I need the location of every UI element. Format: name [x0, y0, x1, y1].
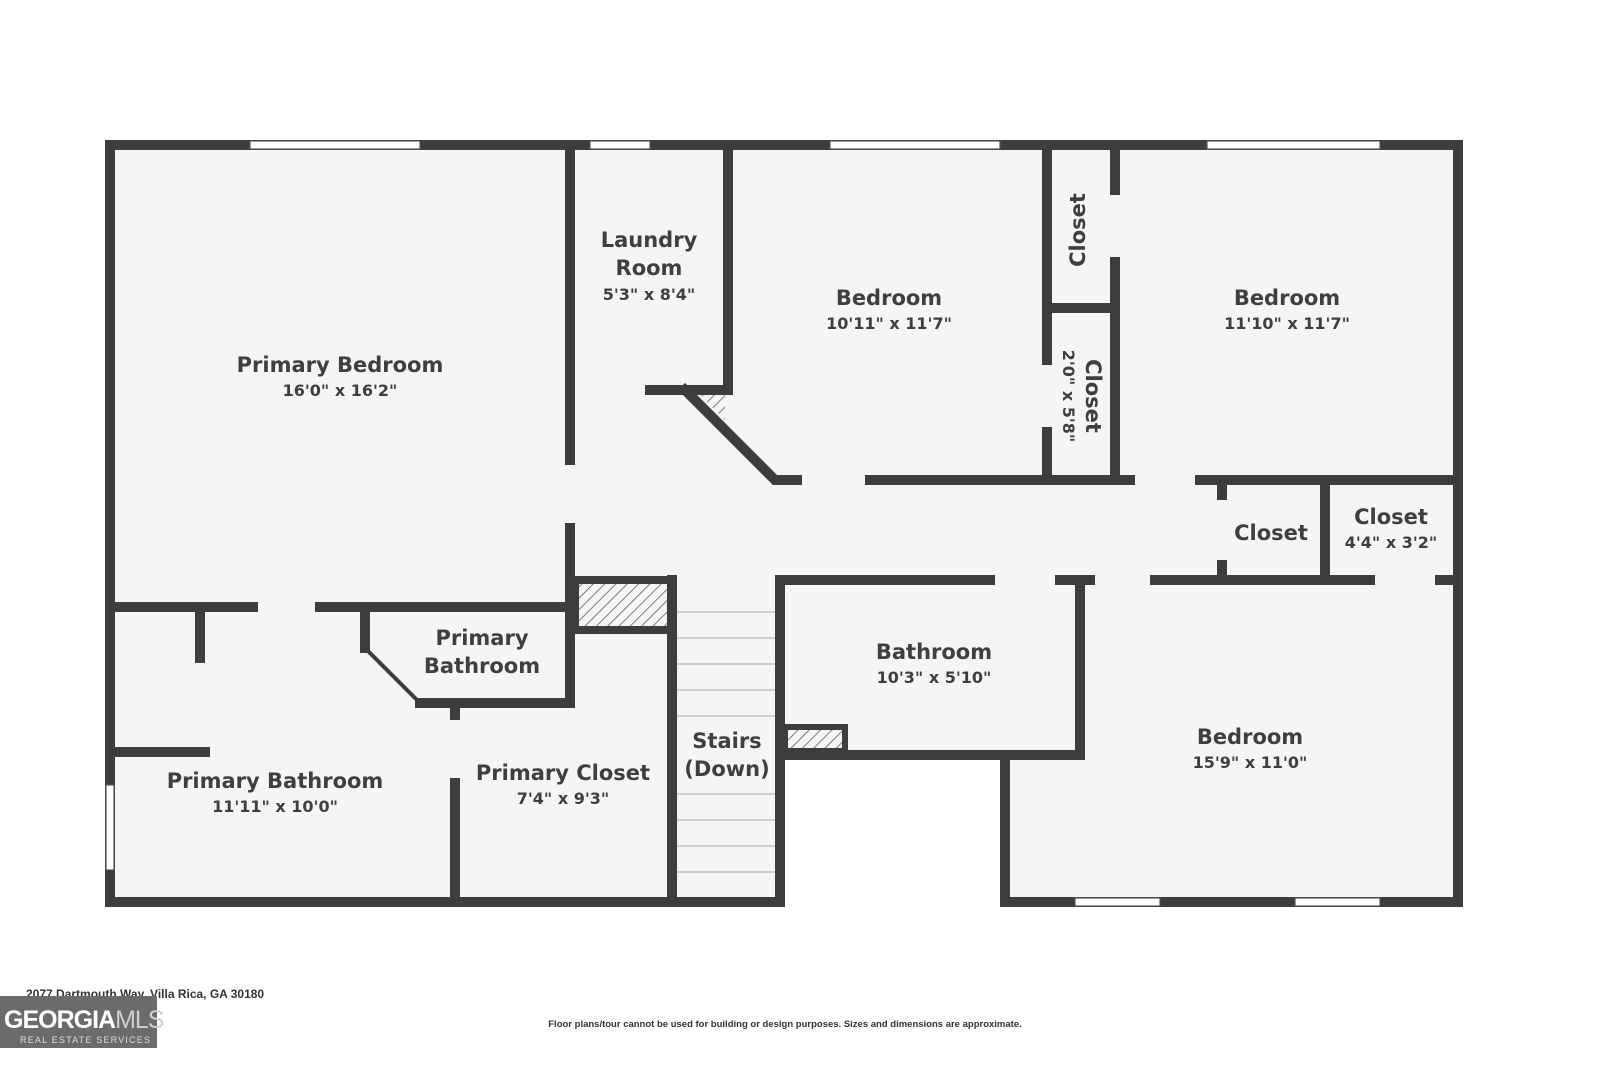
stair-treads — [676, 611, 776, 873]
logo-subtitle: REAL ESTATE SERVICES — [20, 1035, 152, 1045]
hatched-shaft — [700, 395, 725, 420]
room-name: Stairs — [692, 729, 761, 753]
room-dims: 11'11" x 10'0" — [212, 797, 338, 816]
room-dims: 16'0" x 16'2" — [283, 381, 398, 400]
disclaimer: Floor plans/tour cannot be used for buil… — [548, 1019, 1022, 1030]
room-dims: 15'9" x 11'0" — [1193, 753, 1308, 772]
room-name: Closet — [1234, 521, 1308, 545]
room-dims: 2'0" x 5'8" — [1059, 350, 1078, 442]
room-name: Closet — [1354, 505, 1428, 529]
room-name: Bathroom — [876, 640, 992, 664]
room-name: Primary Bathroom — [167, 769, 384, 793]
room-dims: 4'4" x 3'2" — [1345, 533, 1437, 552]
room-dims: 10'11" x 11'7" — [826, 314, 952, 333]
room-name: Primary Closet — [476, 761, 650, 785]
logo-main-text: GEORGIA — [4, 1006, 116, 1034]
walls — [105, 140, 1463, 907]
hatched-shaft — [782, 724, 848, 754]
logo-accent-text: MLS — [115, 1006, 164, 1034]
hatched-shaft — [571, 576, 676, 634]
room-name: Primary Bedroom — [237, 353, 444, 377]
room-name: (Down) — [684, 757, 769, 781]
georgia-mls-logo: GEORGIAMLS REAL ESTATE SERVICES — [0, 996, 164, 1048]
room-name: Bedroom — [1197, 725, 1303, 749]
room-dims: 11'10" x 11'7" — [1224, 314, 1350, 333]
room-name: Closet — [1081, 359, 1105, 433]
room-name: Closet — [1066, 193, 1090, 267]
room-name: Bathroom — [424, 654, 540, 678]
room-dims: 7'4" x 9'3" — [517, 789, 609, 808]
room-name: Bedroom — [1234, 286, 1340, 310]
room-dims: 5'3" x 8'4" — [603, 285, 695, 304]
room-name: Primary — [435, 626, 528, 650]
floor-area — [110, 145, 1458, 902]
room-name: Bedroom — [836, 286, 942, 310]
room-dims: 10'3" x 5'10" — [877, 668, 992, 687]
room-name: Room — [616, 256, 683, 280]
windows — [105, 140, 1381, 907]
room-name: Laundry — [601, 228, 698, 252]
